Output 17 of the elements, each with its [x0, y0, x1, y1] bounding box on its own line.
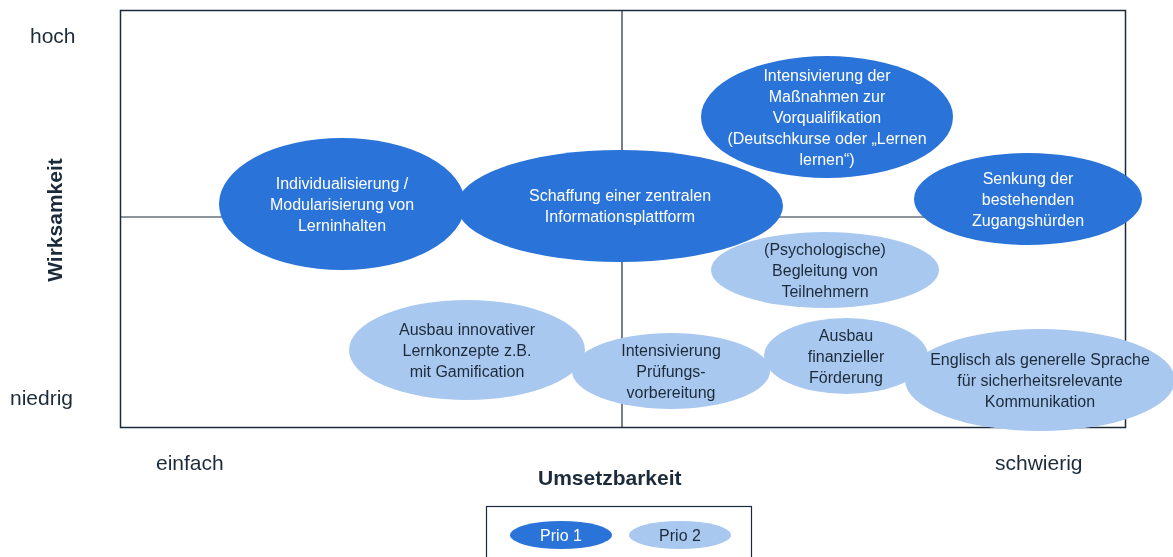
legend-label: Prio 2	[659, 525, 701, 546]
axis-tick-label: hoch	[30, 24, 76, 48]
axis-tick-label: schwierig	[995, 451, 1083, 475]
node-text: Englisch als generelle Sprache für sicherheitsrelevante Kommunikation	[929, 349, 1151, 412]
axis-title: Umsetzbarkeit	[538, 466, 682, 490]
axis-title: Wirksamkeit	[43, 158, 67, 282]
axis-tick-label: einfach	[156, 451, 224, 475]
legend-label: Prio 1	[540, 525, 582, 546]
node-text: Intensivierung der Maßnahmen zur Vorqualifikation (Deutschkurse oder „Lernen lernen“)	[726, 65, 928, 170]
node-text: (Psychologische) Begleitung von Teilnehmern	[763, 239, 887, 302]
node-text: Senkung der bestehenden Zugangshürden	[970, 168, 1086, 231]
node-text: Schaffung einer zentralen Informationsplattform	[527, 186, 713, 227]
node-text: Ausbau innovativer Lernkonzepte z.B. mit Gamification	[397, 319, 537, 382]
node-text: Intensivierung Prüfungs-vorbereitung	[620, 340, 722, 403]
node-text: Ausbau finanzieller Förderung	[806, 325, 886, 388]
node-text: Individualisierung / Modularisierung von Lerninhalten	[268, 173, 416, 236]
axis-tick-label: niedrig	[10, 386, 74, 410]
